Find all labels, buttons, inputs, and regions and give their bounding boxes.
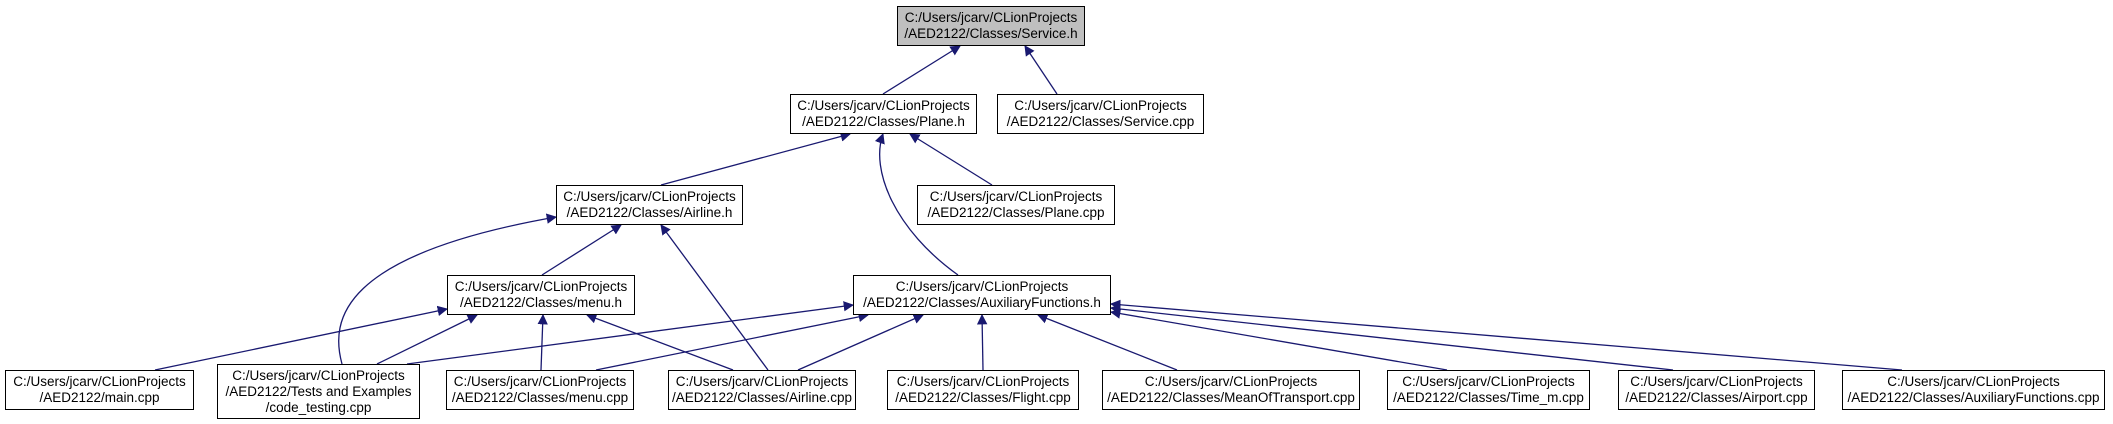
node-label-line: C:/Users/jcarv/CLionProjects bbox=[1014, 98, 1187, 113]
node-label-line: C:/Users/jcarv/CLionProjects bbox=[1630, 374, 1803, 389]
node-meanoftransport-cpp[interactable]: C:/Users/jcarv/CLionProjects/AED2122/Cla… bbox=[1102, 370, 1360, 410]
node-label-line: /AED2122/Classes/Service.h bbox=[904, 26, 1078, 41]
edge-main-cpp-to-menu-h bbox=[154, 305, 449, 371]
node-label-line: C:/Users/jcarv/CLionProjects bbox=[13, 374, 186, 389]
node-label-line: /AED2122/Classes/menu.cpp bbox=[451, 390, 629, 405]
node-auxfn-h[interactable]: C:/Users/jcarv/CLionProjects/AED2122/Cla… bbox=[853, 275, 1111, 315]
edge-airline-cpp-to-menu-h bbox=[586, 313, 734, 371]
node-label-line: C:/Users/jcarv/CLionProjects bbox=[1144, 374, 1318, 389]
node-label-line: /AED2122/main.cpp bbox=[39, 390, 160, 405]
edge-auxfn-cpp-to-auxfn-h bbox=[1109, 299, 1903, 371]
node-menu-h[interactable]: C:/Users/jcarv/CLionProjects/AED2122/Cla… bbox=[447, 275, 635, 315]
node-label-line: C:/Users/jcarv/CLionProjects bbox=[453, 374, 627, 389]
node-label-line: /AED2122/Classes/Plane.h bbox=[802, 114, 965, 129]
node-label-line: C:/Users/jcarv/CLionProjects bbox=[1887, 374, 2060, 389]
node-flight-cpp[interactable]: C:/Users/jcarv/CLionProjects/AED2122/Cla… bbox=[887, 370, 1079, 410]
edge-code-testing-to-airline-h bbox=[338, 213, 558, 365]
node-label-line: /AED2122/Classes/Plane.cpp bbox=[927, 205, 1105, 220]
node-airline-cpp[interactable]: C:/Users/jcarv/CLionProjects/AED2122/Cla… bbox=[668, 370, 856, 410]
node-airline-h[interactable]: C:/Users/jcarv/CLionProjects/AED2122/Cla… bbox=[556, 185, 743, 225]
node-label-line: /code_testing.cpp bbox=[265, 399, 372, 415]
node-label-line: C:/Users/jcarv/CLionProjects bbox=[454, 279, 628, 294]
node-label-line: /AED2122/Classes/Time_m.cpp bbox=[1393, 390, 1584, 405]
edge-auxfn-h-to-plane-h bbox=[874, 133, 959, 276]
node-label-line: C:/Users/jcarv/CLionProjects bbox=[929, 189, 1103, 204]
edge-service-cpp-to-service-h bbox=[1024, 45, 1058, 95]
node-code-testing[interactable]: C:/Users/jcarv/CLionProjects/AED2122/Tes… bbox=[217, 364, 420, 419]
node-label-line: /AED2122/Classes/AuxiliaryFunctions.h bbox=[863, 295, 1101, 310]
node-label-line: C:/Users/jcarv/CLionProjects bbox=[896, 374, 1070, 389]
node-label-line: /AED2122/Classes/Flight.cpp bbox=[895, 390, 1071, 405]
node-airport-cpp[interactable]: C:/Users/jcarv/CLionProjects/AED2122/Cla… bbox=[1618, 370, 1815, 410]
edge-airport-cpp-to-auxfn-h bbox=[1109, 303, 1674, 371]
node-label-line: /AED2122/Classes/MeanOfTransport.cpp bbox=[1107, 390, 1355, 405]
node-main-cpp[interactable]: C:/Users/jcarv/CLionProjects/AED2122/mai… bbox=[5, 370, 194, 410]
edge-menu-cpp-to-auxfn-h bbox=[595, 311, 870, 371]
node-label-line: /AED2122/Classes/AuxiliaryFunctions.cpp bbox=[1847, 390, 2100, 405]
node-service-cpp[interactable]: C:/Users/jcarv/CLionProjects/AED2122/Cla… bbox=[997, 94, 1204, 134]
edge-meanoftransport-cpp-to-auxfn-h bbox=[1037, 313, 1178, 371]
node-label-line: C:/Users/jcarv/CLionProjects bbox=[895, 279, 1069, 294]
edge-airline-cpp-to-airline-h bbox=[660, 224, 769, 371]
node-menu-cpp[interactable]: C:/Users/jcarv/CLionProjects/AED2122/Cla… bbox=[446, 370, 634, 410]
edge-plane-cpp-to-plane-h bbox=[909, 133, 993, 186]
edge-menu-h-to-airline-h bbox=[541, 224, 622, 276]
node-label-line: /AED2122/Classes/Airport.cpp bbox=[1625, 390, 1808, 405]
node-auxfn-cpp[interactable]: C:/Users/jcarv/CLionProjects/AED2122/Cla… bbox=[1842, 370, 2105, 410]
edge-plane-h-to-service-h bbox=[882, 45, 961, 95]
edge-code-testing-to-menu-h bbox=[376, 314, 478, 365]
node-label-line: /AED2122/Classes/menu.h bbox=[459, 295, 623, 310]
node-label-line: /AED2122/Tests and Examples bbox=[225, 383, 412, 399]
edge-airline-cpp-to-auxfn-h bbox=[797, 314, 924, 371]
edge-airline-h-to-plane-h bbox=[660, 131, 852, 186]
node-label-line: C:/Users/jcarv/CLionProjects bbox=[904, 10, 1078, 25]
node-label-line: C:/Users/jcarv/CLionProjects bbox=[675, 374, 849, 389]
edge-menu-cpp-to-menu-h bbox=[537, 313, 548, 371]
node-label-line: C:/Users/jcarv/CLionProjects bbox=[232, 367, 405, 383]
edge-code-testing-to-auxfn-h bbox=[406, 301, 855, 365]
edge-time-m-cpp-to-auxfn-h bbox=[1109, 308, 1448, 371]
node-plane-cpp[interactable]: C:/Users/jcarv/CLionProjects/AED2122/Cla… bbox=[917, 185, 1115, 225]
node-plane-h[interactable]: C:/Users/jcarv/CLionProjects/AED2122/Cla… bbox=[790, 94, 977, 134]
node-label-line: C:/Users/jcarv/CLionProjects bbox=[1402, 374, 1575, 389]
node-label-line: C:/Users/jcarv/CLionProjects bbox=[563, 189, 736, 204]
node-label-line: /AED2122/Classes/Airline.cpp bbox=[671, 390, 853, 405]
node-label-line: /AED2122/Classes/Service.cpp bbox=[1006, 114, 1195, 129]
node-label-line: /AED2122/Classes/Airline.h bbox=[566, 205, 733, 220]
node-label-line: C:/Users/jcarv/CLionProjects bbox=[797, 98, 970, 113]
node-service-h[interactable]: C:/Users/jcarv/CLionProjects/AED2122/Cla… bbox=[897, 6, 1085, 46]
node-time-m-cpp[interactable]: C:/Users/jcarv/CLionProjects/AED2122/Cla… bbox=[1387, 370, 1590, 410]
edge-flight-cpp-to-auxfn-h bbox=[976, 313, 988, 371]
